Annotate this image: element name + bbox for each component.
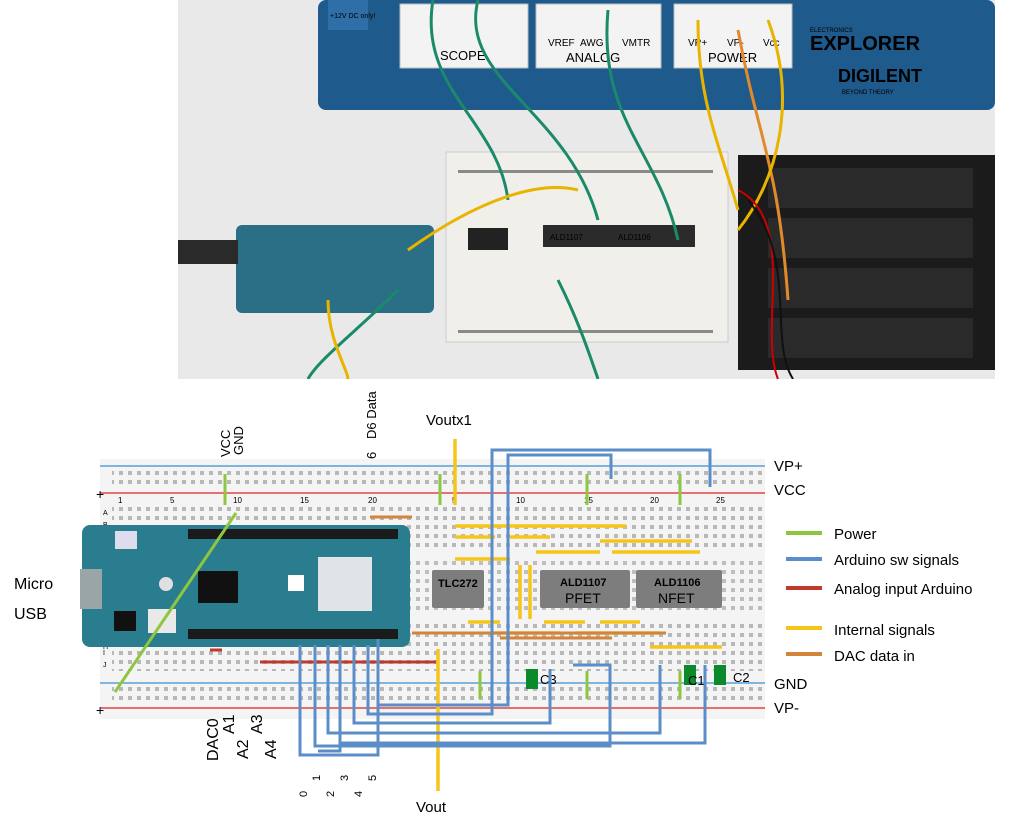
power-wires <box>113 474 682 699</box>
d6-data-label: D6 Data <box>364 391 379 439</box>
analog-input-wires <box>210 648 436 664</box>
a1-label: A1 <box>221 714 238 734</box>
col-num: 25 <box>716 496 725 505</box>
rail-gnd: GND <box>774 676 808 693</box>
chip-ald1107: ALD1107 PFET <box>540 570 630 608</box>
bit-label-2: 2 <box>325 791 337 797</box>
vendor-tagline: BEYOND THEORY <box>842 90 894 96</box>
legend-label-dac: DAC data in <box>834 648 915 665</box>
a3-label: A3 <box>249 714 266 734</box>
analog-header: ANALOG VREF AWG VMTR <box>535 3 662 69</box>
scope-header: SCOPE <box>399 3 529 69</box>
svg-text:POWER: POWER <box>708 50 757 65</box>
wiring-diagram: + + 1 5 10 15 20 5 10 15 20 25 A B C H I… <box>14 391 972 816</box>
breadboard-photo: +12V DC only! SCOPE ANALOG VREF AWG VMTR… <box>178 0 995 379</box>
col-num: 1 <box>118 496 123 505</box>
col-num: 20 <box>368 496 377 505</box>
dac-wires <box>370 515 666 640</box>
rail-vcc: VCC <box>774 482 806 499</box>
arduino-signal-wires <box>298 448 712 757</box>
col-num: 20 <box>650 496 659 505</box>
row-letter: J <box>103 662 107 669</box>
brand-name: EXPLORER <box>810 33 921 55</box>
brand-small: ELECTRONICS <box>810 28 853 34</box>
legend-label-internal: Internal signals <box>834 622 935 639</box>
svg-text:ANALOG: ANALOG <box>566 50 620 65</box>
bit-label-5: 5 <box>367 775 379 781</box>
svg-text:ALD1106: ALD1106 <box>654 577 700 589</box>
svg-text:VP-: VP- <box>727 38 744 49</box>
rail-vp-minus: VP- <box>774 700 799 717</box>
col-num: 15 <box>584 496 593 505</box>
col-num: 5 <box>170 496 175 505</box>
chip-ald1106: ALD1106 NFET <box>636 570 722 608</box>
col-num: 10 <box>233 496 242 505</box>
vout-label: Vout <box>416 799 447 816</box>
row-letter: I <box>103 650 105 657</box>
gnd-label: GND <box>231 426 246 455</box>
legend-label-power: Power <box>834 526 877 543</box>
svg-text:VREF: VREF <box>548 38 575 49</box>
plus-sign-bottom: + <box>96 702 104 718</box>
legend-label-arduino: Arduino sw signals <box>834 552 959 569</box>
svg-text:C1: C1 <box>688 673 705 688</box>
row-letter: H <box>103 644 108 651</box>
col-num: 10 <box>516 496 525 505</box>
svg-text:ALD1107: ALD1107 <box>560 577 606 589</box>
capacitor-c3: C3 <box>526 669 557 689</box>
svg-text:Vcc: Vcc <box>763 38 780 49</box>
svg-text:ALD1107: ALD1107 <box>550 233 583 242</box>
bit-label-3: 3 <box>339 775 351 781</box>
chip-tlc272: TLC272 <box>432 570 484 608</box>
svg-text:PFET: PFET <box>565 590 601 606</box>
svg-text:ALD1106: ALD1106 <box>618 233 651 242</box>
svg-text:C3: C3 <box>540 672 557 687</box>
usb-label-line1: Micro <box>14 576 53 593</box>
a2-label: A2 <box>235 739 252 759</box>
dac0-label: DAC0 <box>205 718 222 761</box>
vcc-label: VCC <box>218 430 233 457</box>
plus-sign-top: + <box>96 486 104 502</box>
usb-label-line2: USB <box>14 606 47 623</box>
capacitor-c2: C2 <box>714 665 750 685</box>
row-letter: A <box>103 510 108 517</box>
bit-label-4: 4 <box>353 791 365 797</box>
svg-text:SCOPE: SCOPE <box>440 48 486 63</box>
svg-text:AWG: AWG <box>580 38 604 49</box>
svg-text:VMTR: VMTR <box>622 38 650 49</box>
voutx1-label: Voutx1 <box>426 412 472 429</box>
rail-vp-plus: VP+ <box>774 458 803 475</box>
vendor-name: DIGILENT <box>838 66 922 86</box>
d6-label: 6 <box>364 452 379 459</box>
svg-text:NFET: NFET <box>658 590 695 606</box>
dc-note: +12V DC only! <box>330 13 375 20</box>
svg-text:C2: C2 <box>733 670 750 685</box>
legend: Power Arduino sw signals Analog input Ar… <box>786 526 972 665</box>
svg-text:TLC272: TLC272 <box>438 578 478 590</box>
arduino-board <box>80 525 410 647</box>
bit-label-1: 1 <box>311 775 323 781</box>
legend-label-analog: Analog input Arduino <box>834 581 972 598</box>
bit-label-0: 0 <box>298 791 310 797</box>
capacitor-c1: C1 <box>684 665 705 688</box>
a4-label: A4 <box>263 739 280 759</box>
col-num: 15 <box>300 496 309 505</box>
